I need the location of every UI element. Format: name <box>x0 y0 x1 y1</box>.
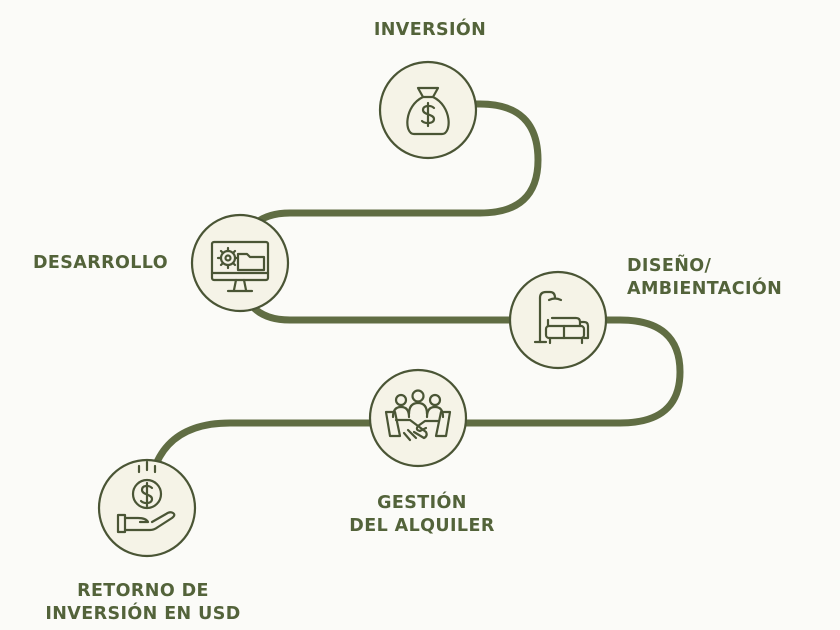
connector-path <box>144 100 684 514</box>
step-diseno-label-line-1: DISEÑO/ <box>627 256 712 276</box>
step-desarrollo-label-line-1: DESARROLLO <box>33 253 169 273</box>
step-inversion-label-line-1: INVERSIÓN <box>373 20 487 40</box>
computer-gear-folder-icon <box>210 240 270 293</box>
step-retorno-label: RETORNO DE INVERSIÓN EN USD <box>23 580 263 626</box>
step-retorno-node <box>97 458 197 558</box>
step-inversion-node <box>378 60 478 160</box>
step-inversion-label: INVERSIÓN <box>330 19 530 42</box>
lamp-sofa-icon <box>533 290 590 345</box>
step-gestion-label-line-2: DEL ALQUILER <box>349 516 495 536</box>
step-desarrollo-label: DESARROLLO <box>33 252 168 275</box>
step-retorno-label-line-2: INVERSIÓN EN USD <box>45 604 241 624</box>
coin-hand-icon <box>116 460 176 534</box>
step-gestion-node <box>368 368 468 468</box>
step-diseno-label: DISEÑO/ AMBIENTACIÓN <box>627 255 782 301</box>
step-diseno-label-line-2: AMBIENTACIÓN <box>627 279 783 299</box>
people-handshake-icon <box>384 389 452 442</box>
money-bag-icon <box>406 86 450 136</box>
step-gestion-label-line-1: GESTIÓN <box>377 493 467 513</box>
step-retorno-label-line-1: RETORNO DE <box>77 581 209 601</box>
step-desarrollo-node <box>190 213 290 313</box>
step-diseno-node <box>508 270 608 370</box>
step-gestion-label: GESTIÓN DEL ALQUILER <box>322 492 522 538</box>
